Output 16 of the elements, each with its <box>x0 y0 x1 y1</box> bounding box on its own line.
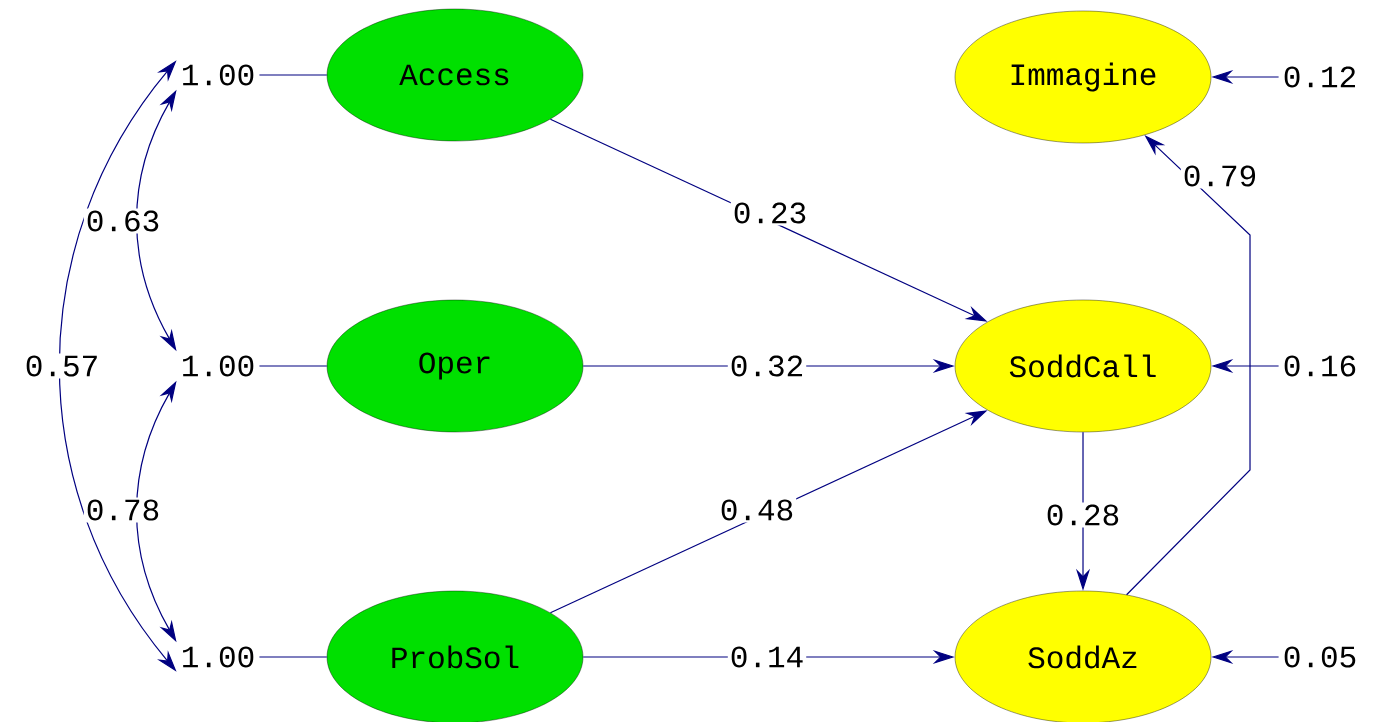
value-label: 1.00 <box>183 355 254 377</box>
value-label: 0.16 <box>1284 355 1356 377</box>
edge-label: 0.78 <box>83 497 163 523</box>
value-label: 0.05 <box>1284 646 1356 668</box>
edge-label: 0.32 <box>727 353 807 379</box>
edge-label: 0.28 <box>1043 502 1123 528</box>
edge-label: 0.79 <box>1180 163 1260 189</box>
value-label: 0.12 <box>1284 66 1355 88</box>
edge-label: 0.48 <box>717 497 797 523</box>
edge-label: 0.23 <box>730 200 810 226</box>
arrow <box>1126 135 1251 596</box>
edge-label: 0.14 <box>727 644 807 670</box>
edge-label: 0.57 <box>22 353 102 379</box>
edge-label: 0.63 <box>83 208 163 234</box>
value-label: 1.00 <box>183 64 254 86</box>
value-label: 1.00 <box>183 646 254 668</box>
